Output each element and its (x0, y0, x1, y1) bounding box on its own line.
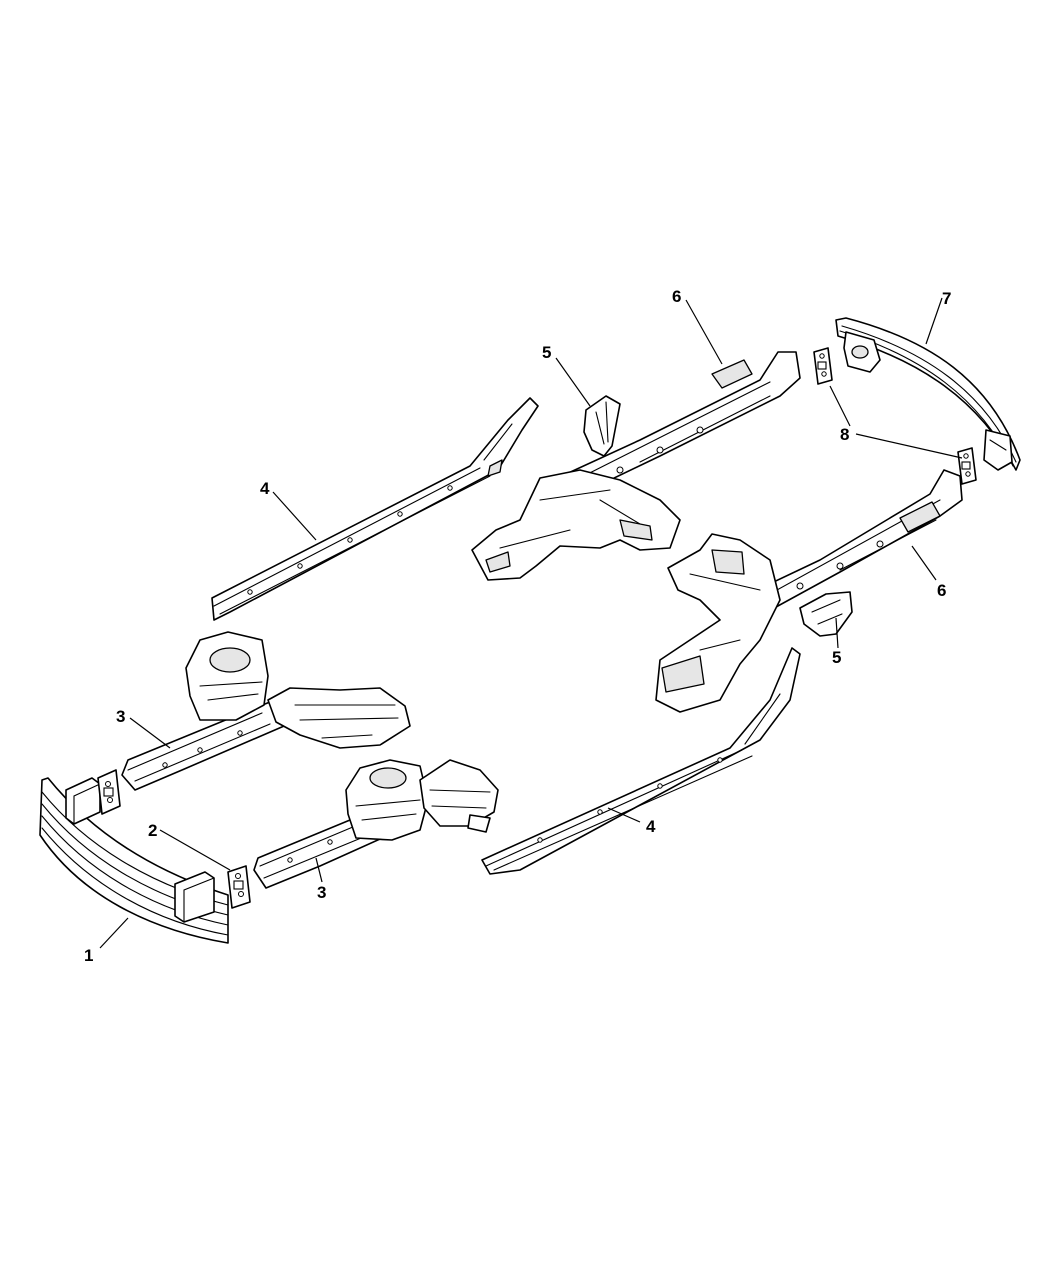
callout-4-lower: 4 (646, 817, 656, 836)
part-5-bracket-upper (583, 395, 621, 457)
part-5-bracket-lower (799, 591, 853, 637)
part-3-front-frame-rail-upper (121, 631, 411, 791)
part-2-front-mounting-plates (97, 769, 251, 909)
part-6-rear-frame-rail-lower (655, 469, 963, 713)
callout-5-upper: 5 (542, 343, 551, 362)
callout-5-lower: 5 (832, 648, 841, 667)
part-4-sill-upper (211, 397, 539, 621)
callout-3-upper: 3 (116, 707, 125, 726)
callout-6-lower: 6 (937, 581, 946, 600)
callout-1: 1 (84, 946, 93, 965)
callout-labels: 1 2 3 3 4 4 5 5 6 6 7 8 (84, 287, 951, 965)
callout-4-upper: 4 (260, 479, 270, 498)
callout-7: 7 (942, 289, 951, 308)
part-1-front-bumper-beam (39, 777, 229, 944)
leader-lines (99, 297, 963, 949)
callout-8: 8 (840, 425, 849, 444)
part-8-rear-mounting-plates (813, 347, 977, 485)
callout-2: 2 (148, 821, 157, 840)
part-7-rear-bumper-beam (835, 317, 1021, 471)
callout-6-upper: 6 (672, 287, 681, 306)
part-4-sill-lower (481, 647, 801, 875)
part-6-rear-frame-rail-upper (471, 351, 801, 581)
part-3-front-frame-rail-lower (253, 759, 499, 889)
callout-3-lower: 3 (317, 883, 326, 902)
